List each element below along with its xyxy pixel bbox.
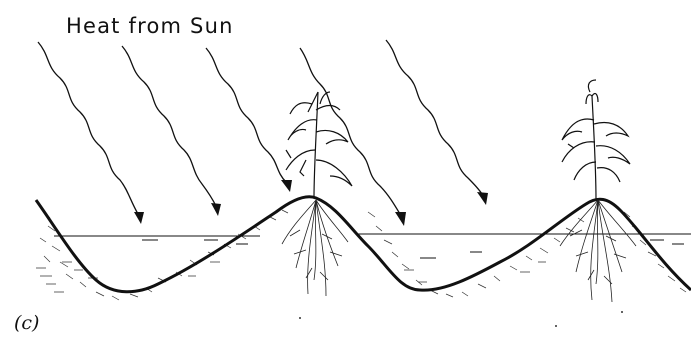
- heat-ray-arrow: [385, 39, 488, 205]
- sun-heat-rays: [37, 39, 488, 226]
- heat-ray-arrow: [299, 47, 406, 226]
- plant-roots-right: [559, 199, 637, 303]
- soil-specks: [299, 311, 623, 327]
- heat-ray-arrow: [205, 47, 292, 192]
- young-plant-left: [285, 91, 353, 199]
- mature-plant-right: [561, 79, 631, 201]
- heat-ray-arrow: [37, 41, 144, 224]
- heat-ray-arrow: [121, 45, 221, 216]
- panel-label: (c): [14, 312, 40, 334]
- water-levels: [54, 233, 691, 259]
- diagram-heading: Heat from Sun: [66, 14, 234, 38]
- soil-hatching: [36, 209, 687, 301]
- plant-roots-left: [281, 199, 349, 297]
